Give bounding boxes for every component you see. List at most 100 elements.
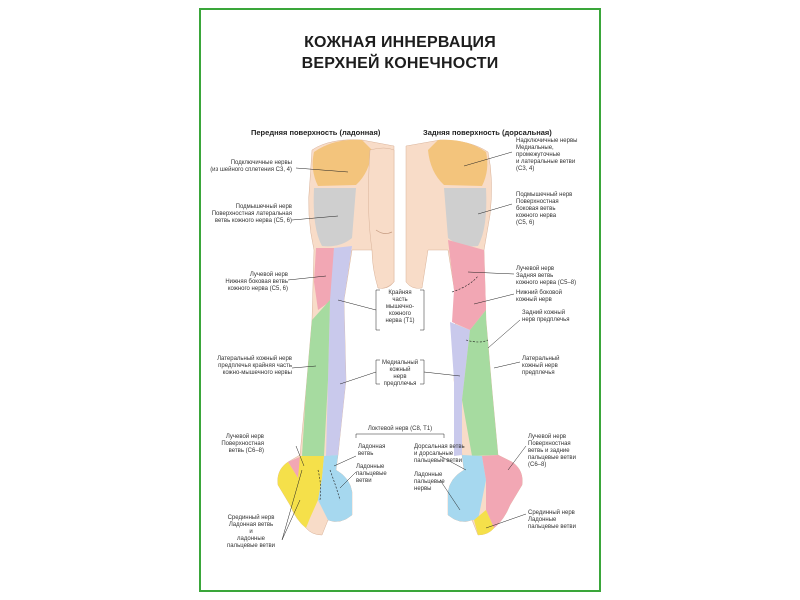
label-line: (С3, 4) <box>516 166 535 172</box>
label-line: нерв предплечья <box>522 317 570 323</box>
label-line: кожный нерв <box>516 297 552 303</box>
posterior-lateral-cutaneous-zone <box>462 310 498 456</box>
label-line: Лучевой нерв <box>516 266 555 272</box>
label-line: ветви <box>356 478 372 484</box>
label-line: кожного нерва (С5, 6) <box>227 286 288 292</box>
label-line: Нижняя боковая ветвь <box>225 279 288 285</box>
label-line: кожного нерва (С5–8) <box>516 280 577 286</box>
label-line: нерва (Т1) <box>385 318 415 324</box>
label-line: Лучевой нерв <box>225 434 264 440</box>
label-line: пальцевые ветви <box>227 543 275 549</box>
posterior-view-heading: Задняя поверхность (дорсальная) <box>423 128 552 137</box>
label-line: промежуточные <box>516 152 561 158</box>
posterior-axillary-zone <box>444 188 487 247</box>
label-line: Крайняя <box>388 290 412 296</box>
label-line: пальцевые <box>356 471 387 477</box>
poster-frame: КОЖНАЯ ИННЕРВАЦИЯ ВЕРХНЕЙ КОНЕЧНОСТИ Пер… <box>199 8 601 592</box>
label-line: и дорсальные <box>414 451 454 457</box>
label-line: Ладонная ветвь <box>228 522 274 528</box>
label-line: Надключичные нервы <box>516 138 578 144</box>
posterior-supraclavicular-zone <box>428 139 488 186</box>
label-line: Ладонные <box>528 517 557 523</box>
label-line: ветвь кожного нерва (С5, 6) <box>214 218 292 224</box>
anterior-ulnar-zone <box>318 455 352 522</box>
label-line: ветвь и задние <box>528 448 570 454</box>
label-line: Подмышечный нерв <box>516 192 573 198</box>
label-line: Подмышечный нерв <box>235 204 292 210</box>
label-supraclavicular-anterior: Подключичные нервы(из шейного сплетения … <box>210 160 292 174</box>
posterior-ulnar-zone <box>448 455 486 522</box>
label-line: часть <box>392 297 408 303</box>
label-line: мышечно- <box>385 304 415 310</box>
label-line: Латеральный кожный нерв <box>217 356 292 362</box>
label-line: предплечья <box>522 370 555 376</box>
anterior-medial-cutaneous-zone <box>326 246 352 456</box>
label-line: Ладонная <box>358 444 386 450</box>
anterior-axillary-zone <box>313 188 356 247</box>
label-line: кожно-мышечного нервы <box>222 370 292 376</box>
label-line: Задний кожный <box>522 310 566 316</box>
posterior-median-zone <box>474 510 494 535</box>
label-line: Поверхностная латеральная <box>211 211 292 217</box>
label-line: Поверхностная <box>528 441 571 447</box>
label-line: Латеральный <box>522 356 560 362</box>
anterior-lateral-cutaneous-zone <box>302 300 330 456</box>
label-line: нервы <box>414 486 432 492</box>
label-line: пальцевые <box>414 479 445 485</box>
anterior-supraclavicular-zone <box>312 139 372 186</box>
label-line: (С6–8) <box>528 462 547 468</box>
label-line: Медиальные, <box>516 145 554 151</box>
label-line: и <box>249 529 253 535</box>
posterior-radial-hand-zone <box>482 455 523 528</box>
label-line: и латеральные ветви <box>516 159 576 165</box>
anterior-view-heading: Передняя поверхность (ладонная) <box>251 128 381 137</box>
label-line: Поверхностная <box>516 199 559 205</box>
label-line: Срединный нерв <box>528 510 575 516</box>
posterior-medial-cutaneous-zone <box>450 322 470 456</box>
anterior-torso-outline <box>368 147 395 289</box>
anterior-radial-zone <box>314 248 334 310</box>
page-title: КОЖНАЯ ИННЕРВАЦИЯ ВЕРХНЕЙ КОНЕЧНОСТИ <box>201 32 599 74</box>
label-line: кожный нерв <box>522 363 558 369</box>
label-line: предплечья <box>383 381 417 387</box>
label-line: Подключичные нервы <box>230 160 292 166</box>
label-line: Ладонные <box>414 472 443 478</box>
label-line: боковая ветвь <box>516 206 556 212</box>
label-line: (С5, 6) <box>516 220 535 226</box>
label-line: пальцевые ветви <box>528 524 576 530</box>
label-line: Срединный нерв <box>227 515 275 521</box>
label-line: кожного <box>388 311 412 317</box>
label-line: Дорсальная ветвь <box>414 444 465 450</box>
label-line: Лучевой нерв <box>528 434 567 440</box>
label-line: Ладонные <box>356 464 385 470</box>
label-line: пальцевые ветви <box>414 458 462 464</box>
label-line: ладонные <box>237 536 265 542</box>
label-line: Локтевой нерв (С8, Т1) <box>367 426 433 432</box>
label-line: Нижний боковой <box>516 290 562 296</box>
title-line-1: КОЖНАЯ ИННЕРВАЦИЯ <box>304 34 496 51</box>
label-line: пальцевые ветви <box>528 455 576 461</box>
label-line: (из шейного сплетения С3, 4) <box>210 167 292 173</box>
title-line-2: ВЕРХНЕЙ КОНЕЧНОСТИ <box>301 55 499 72</box>
label-line: ветвь <box>358 451 374 457</box>
label-line: ветвь (С6–8) <box>228 448 264 454</box>
label-line: кожный <box>389 367 411 373</box>
label-ulnar-nerve: Локтевой нерв (С8, Т1) <box>362 426 438 433</box>
label-line: нерв <box>393 374 407 380</box>
